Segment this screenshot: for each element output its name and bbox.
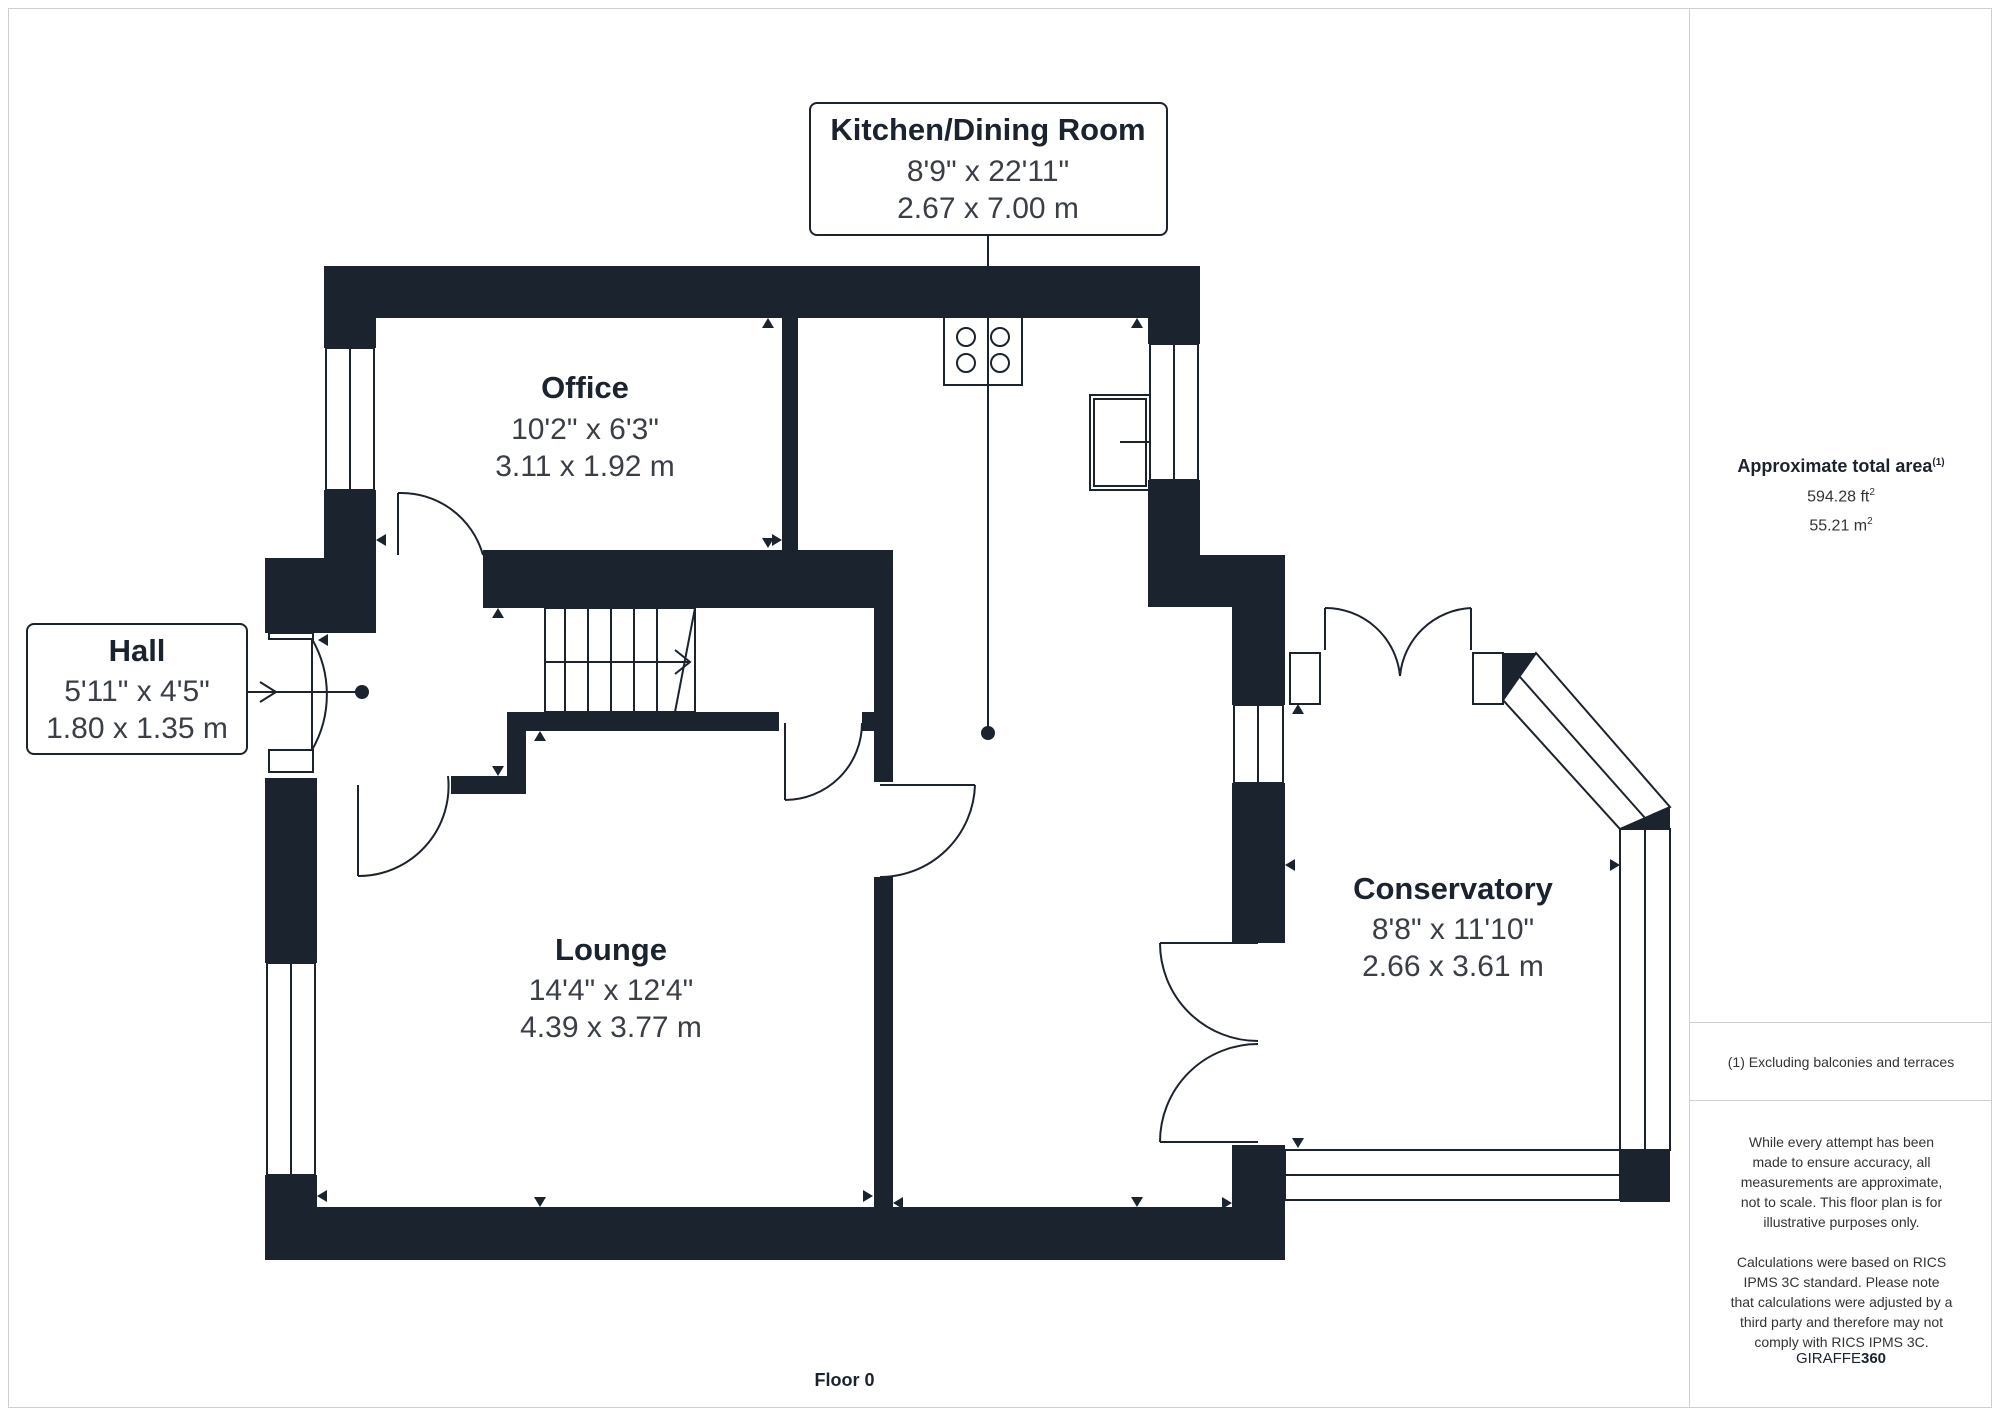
wall-lounge-partition-upper bbox=[874, 550, 893, 782]
hall-dim-imperial: 5'11" x 4'5" bbox=[64, 675, 210, 708]
hall-marker bbox=[355, 685, 369, 699]
conservatory-dim-imperial: 8'8" x 11'10" bbox=[1372, 913, 1534, 946]
hall-label-box bbox=[26, 623, 248, 755]
wall-conservatory-corner bbox=[1620, 1150, 1670, 1202]
area-imperial-power: 2 bbox=[1869, 487, 1875, 498]
divider bbox=[1690, 1100, 1992, 1101]
stairs bbox=[544, 607, 696, 713]
kitchen-dim-imperial: 8'9" x 22'11" bbox=[907, 155, 1069, 188]
hall-name: Hall bbox=[109, 633, 166, 668]
wall-lounge-left-upper bbox=[265, 823, 317, 963]
conservatory-name: Conservatory bbox=[1353, 871, 1554, 906]
wall-lounge-door-stub bbox=[862, 712, 874, 731]
hall-dim-metric: 1.80 x 1.35 m bbox=[46, 712, 228, 745]
wall-office-left-lower bbox=[324, 490, 376, 560]
info-sidebar: Approximate total area(1) 594.28 ft2 55.… bbox=[1689, 8, 1992, 1408]
area-note-marker: (1) bbox=[1932, 457, 1945, 468]
wall-stairs-bottom bbox=[507, 712, 779, 731]
page-frame bbox=[8, 8, 1992, 1408]
footnote: (1) Excluding balconies and terraces bbox=[1727, 1054, 1955, 1070]
staircase bbox=[544, 607, 696, 713]
disclaimer-accuracy: While every attempt has been made to ens… bbox=[1740, 1134, 1943, 1230]
office-name: Office bbox=[541, 370, 629, 405]
wall-bottom bbox=[265, 1207, 1285, 1260]
office-dim-imperial: 10'2" x 6'3" bbox=[511, 413, 659, 446]
walls bbox=[265, 266, 1670, 1260]
brand-left: GIRAFFE bbox=[1795, 1350, 1861, 1367]
office-dim-metric: 3.11 x 1.92 m bbox=[495, 450, 675, 483]
wall-lounge-left-top bbox=[265, 778, 317, 823]
divider bbox=[1690, 1022, 1992, 1023]
windows bbox=[266, 343, 1672, 1201]
area-title: Approximate total area bbox=[1737, 456, 1933, 476]
wall-stairs-step bbox=[507, 712, 526, 794]
hob bbox=[943, 314, 1023, 386]
doors bbox=[311, 491, 1472, 1143]
brand-logo: GIRAFFE360 bbox=[1690, 1350, 1992, 1367]
area-metric: 55.21 m bbox=[1809, 517, 1868, 535]
area-imperial: 594.28 ft bbox=[1807, 488, 1870, 506]
wall-bottom-right bbox=[1232, 1145, 1285, 1260]
total-area: Approximate total area(1) 594.28 ft2 55.… bbox=[1690, 456, 1992, 536]
kitchen-label-box bbox=[809, 102, 1168, 236]
brand-right: 360 bbox=[1860, 1350, 1887, 1367]
wall-hall-block bbox=[265, 558, 376, 633]
wall-top bbox=[324, 266, 1200, 318]
floor-label: Floor 0 bbox=[814, 1370, 875, 1390]
fixtures bbox=[943, 314, 1151, 491]
conservatory-dim-metric: 2.66 x 3.61 m bbox=[1362, 950, 1544, 983]
lounge-dim-metric: 4.39 x 3.77 m bbox=[520, 1011, 702, 1044]
disclaimer: While every attempt has been made to ens… bbox=[1730, 1132, 1953, 1372]
wall-lounge-partition-lower bbox=[874, 877, 893, 1207]
wall-stairs-ledge bbox=[451, 776, 526, 794]
lounge-dim-imperial: 14'4" x 12'4" bbox=[529, 974, 694, 1007]
frame-front-door-top bbox=[268, 632, 314, 640]
kitchen-dim-metric: 2.67 x 7.00 m bbox=[897, 192, 1079, 225]
frame-conservatory-left bbox=[1289, 652, 1321, 705]
area-metric-power: 2 bbox=[1867, 516, 1873, 528]
wall-kitchen-conservatory bbox=[1232, 783, 1285, 943]
dimension-arrows bbox=[317, 318, 1620, 1209]
wall-office-left-upper bbox=[324, 266, 376, 348]
kitchen-marker bbox=[981, 726, 995, 740]
kitchen-name: Kitchen/Dining Room bbox=[830, 112, 1145, 147]
window-conservatory-diagonal bbox=[1501, 651, 1672, 831]
wall-kitchen-right-top bbox=[1148, 266, 1200, 344]
frame-front-door-bottom bbox=[268, 749, 314, 773]
frame-conservatory-right bbox=[1472, 652, 1504, 705]
wall-office-partition bbox=[782, 318, 798, 550]
disclaimer-calculation: Calculations were based on RICS IPMS 3C … bbox=[1730, 1254, 1953, 1350]
lounge-name: Lounge bbox=[555, 932, 667, 967]
wall-kitchen-right-lower bbox=[1232, 555, 1285, 705]
wall-office-bottom bbox=[483, 550, 893, 608]
